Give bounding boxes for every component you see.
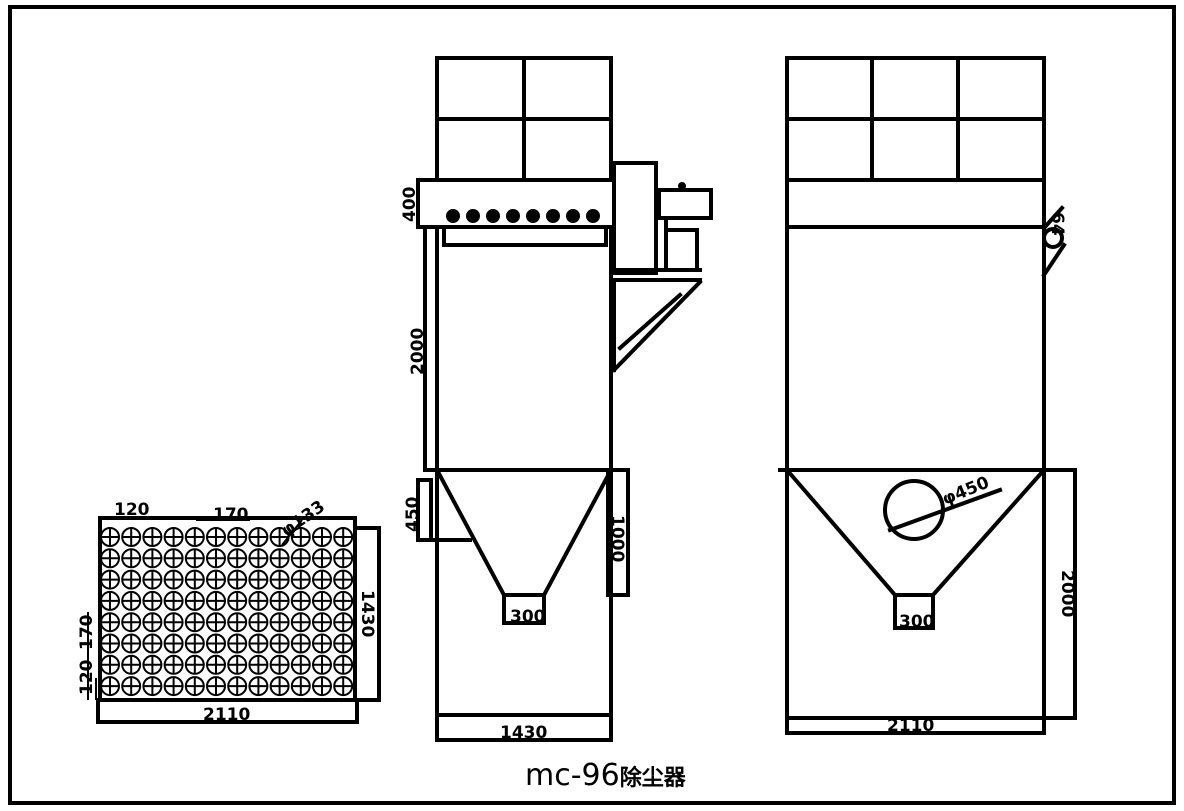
side-dim-base: 2110 [887, 716, 934, 736]
side-view: 64 φ450 300 2000 2110 [778, 56, 1077, 736]
side-header [785, 178, 1046, 229]
front-dim-header: 400 [400, 186, 420, 222]
side-outlet [893, 593, 935, 630]
pulse-valve [486, 209, 500, 223]
filter-bag-grid [100, 527, 354, 697]
front-side-cabinet [612, 161, 658, 275]
front-hopper-side-box [606, 468, 630, 597]
side-fan-label: 64 [1047, 212, 1067, 236]
pulse-valve [506, 209, 520, 223]
front-dim-hopper: 450 [403, 496, 423, 532]
side-fan [1042, 227, 1064, 249]
front-outlet [502, 593, 546, 625]
pulse-valve [526, 209, 540, 223]
front-body [435, 225, 613, 472]
front-dim-body: 2000 [408, 328, 428, 375]
front-dim-hopper-side: 1000 [607, 515, 627, 562]
plan-dim-pitch: 170 [213, 505, 249, 525]
pulse-valve-row [446, 209, 600, 223]
front-view: 400 2000 450 1000 300 1430 [400, 56, 713, 743]
plan-dim-edge: 120 [114, 500, 150, 520]
pulse-valve [546, 209, 560, 223]
drawing-frame [8, 5, 1176, 805]
side-body [785, 225, 1046, 472]
front-dim-outlet: 300 [510, 607, 546, 627]
pulse-valve [466, 209, 480, 223]
plan-view: 120 170 φ133 1430 170 120 2110 [77, 497, 381, 725]
pulse-valve [566, 209, 580, 223]
plan-dim-width: 1430 [357, 590, 377, 637]
title-suffix: 除尘器 [620, 765, 687, 791]
plan-outer-right [353, 526, 381, 702]
side-dim-outlet: 300 [899, 612, 935, 632]
pulse-valve [586, 209, 600, 223]
front-inlet-flange [416, 478, 433, 542]
pulse-valve [446, 209, 460, 223]
front-dim-base: 1430 [500, 723, 547, 743]
side-dim-leg: 2000 [1057, 570, 1077, 617]
drawing-title: mc-96除尘器 [525, 758, 687, 793]
plan-dim-pitch-side: 170 [77, 614, 97, 650]
plan-dim-length: 2110 [203, 705, 250, 725]
plan-dim-edge-side: 120 [77, 659, 97, 695]
front-motor [657, 188, 713, 220]
title-model: mc-96 [525, 758, 620, 793]
